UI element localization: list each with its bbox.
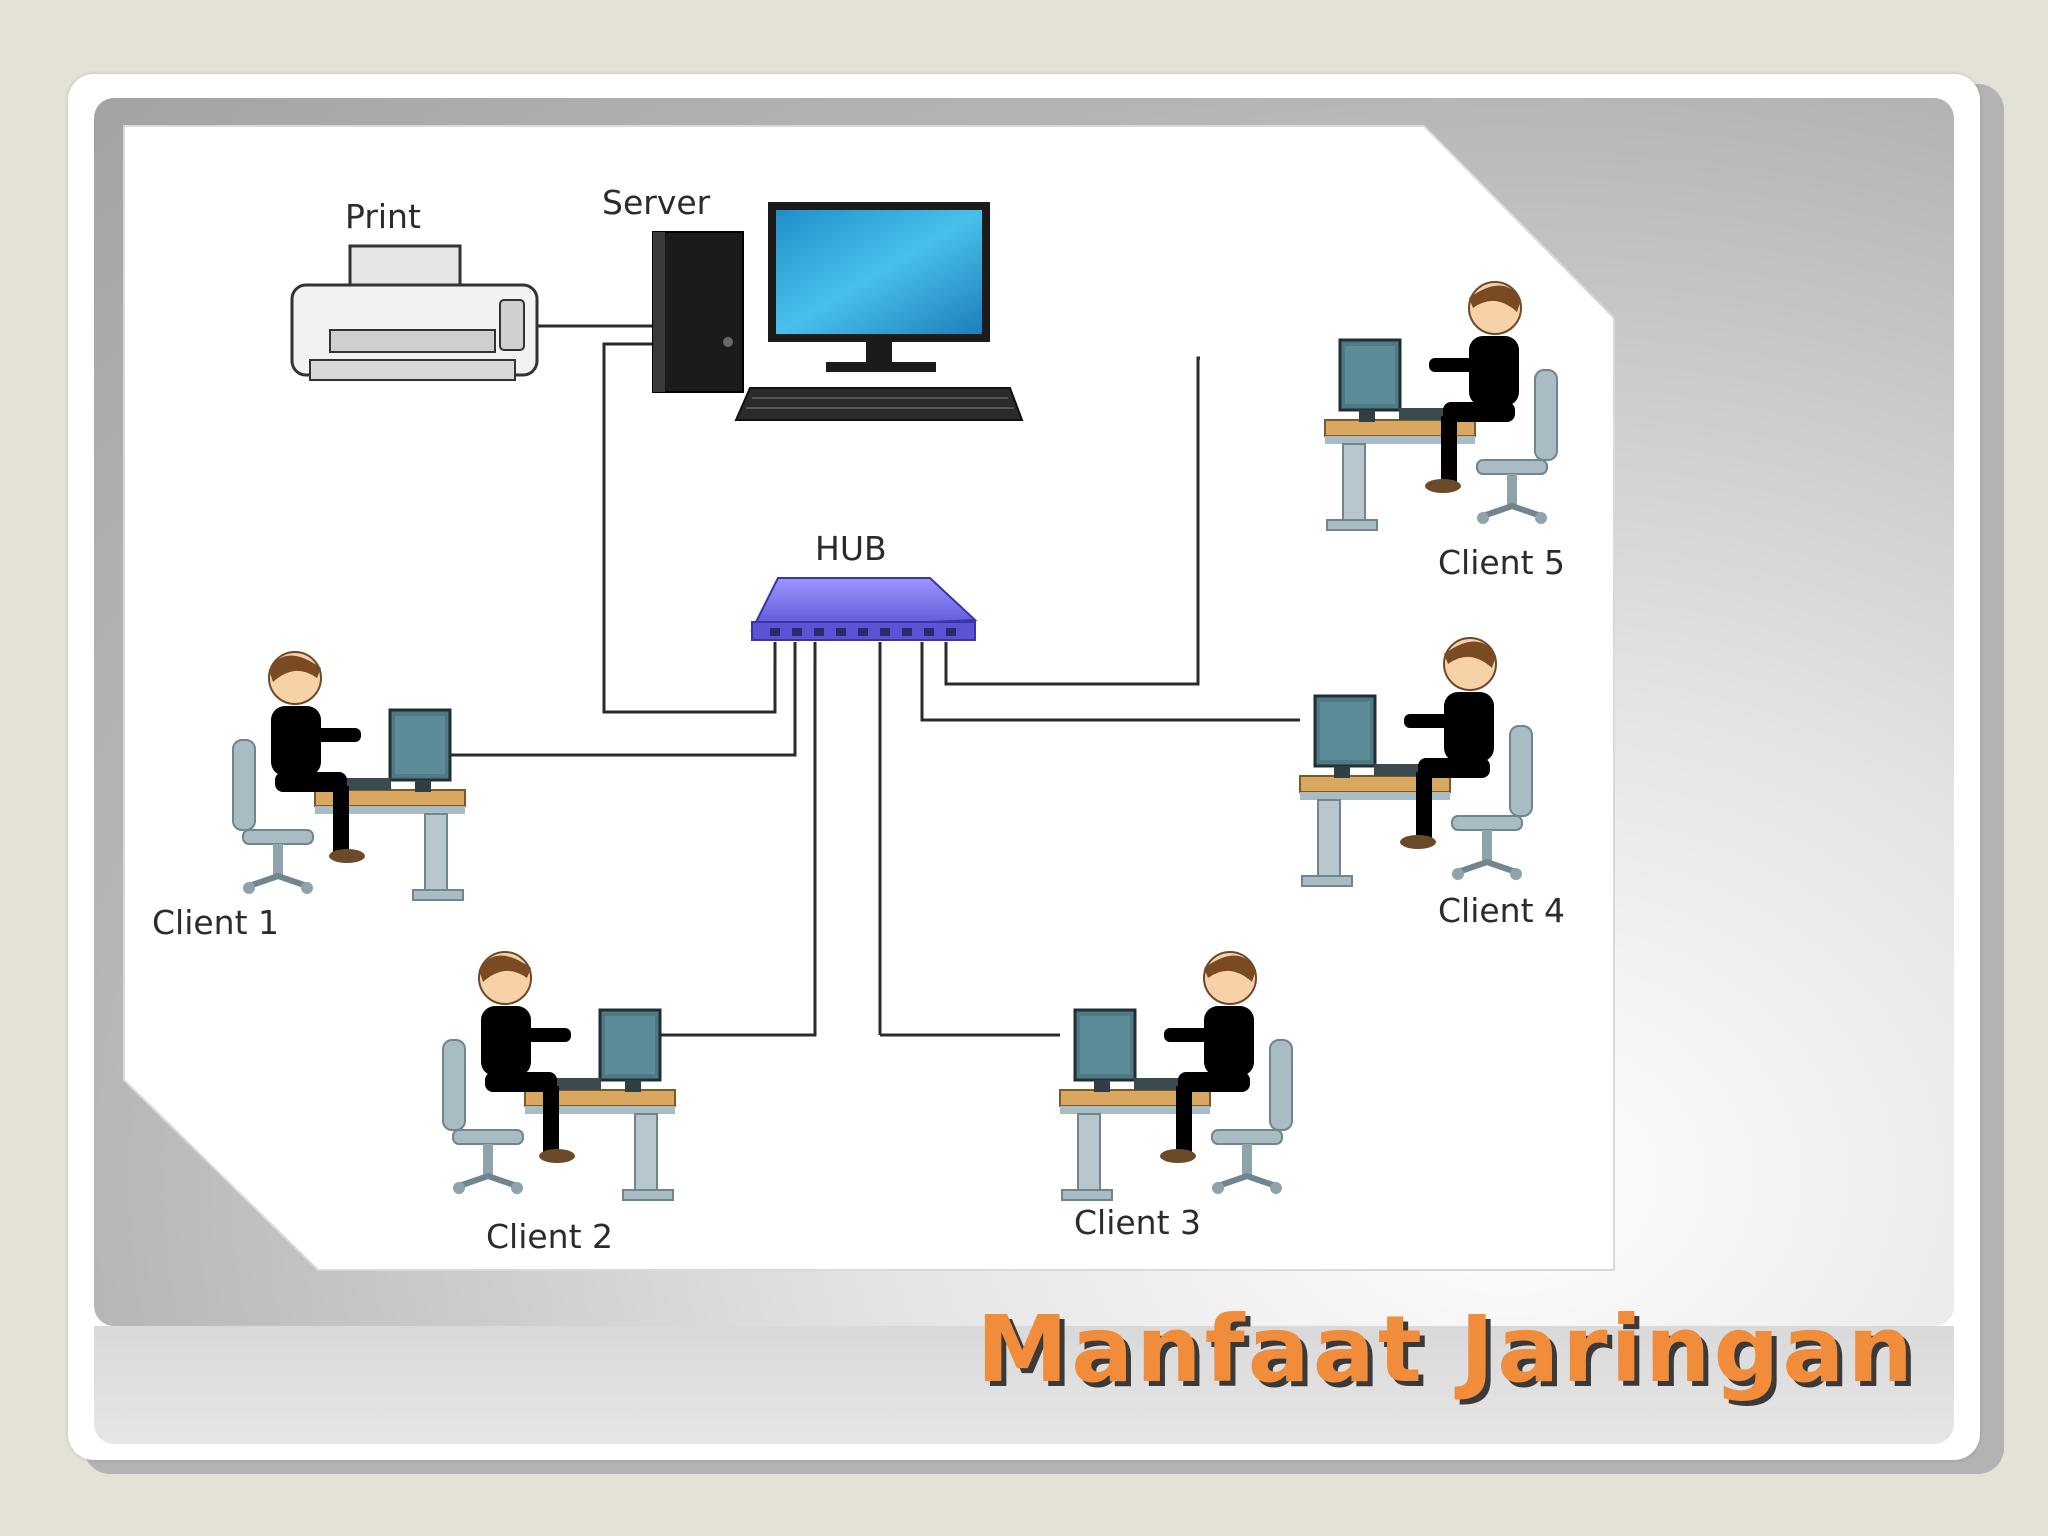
network-cables [445, 324, 1300, 1037]
client-2-label: Client 2 [486, 1217, 613, 1256]
client-4-label: Client 4 [1438, 891, 1565, 930]
server-tower-icon [652, 231, 744, 393]
server-label: Server [602, 183, 711, 222]
hub-label: HUB [815, 529, 887, 568]
client-1-label: Client 1 [152, 903, 279, 942]
server-monitor-icon [768, 202, 990, 372]
printer-icon [290, 244, 539, 381]
client-5-label: Client 5 [1438, 543, 1565, 582]
slide-title: Manfaat Jaringan [976, 1296, 1916, 1403]
server-keyboard-icon [734, 387, 1024, 421]
client-3-label: Client 3 [1074, 1203, 1201, 1242]
printer-label: Print [345, 197, 421, 236]
hub-icon [750, 577, 978, 641]
title-band [94, 1326, 1954, 1444]
